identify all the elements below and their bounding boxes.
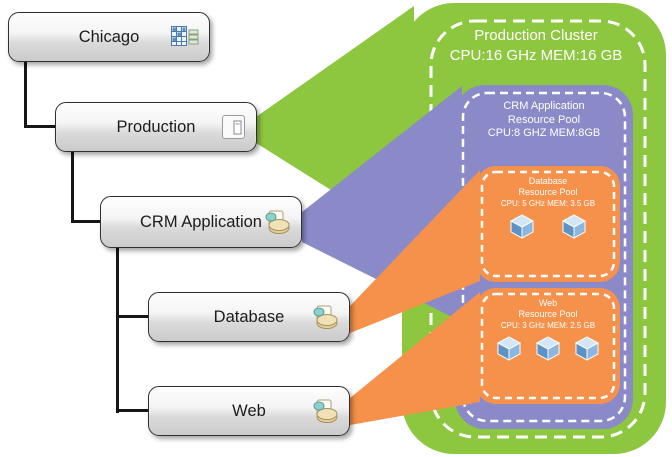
crm-pool-name: CRM Application	[503, 100, 585, 112]
tree-connector	[24, 125, 55, 128]
web-pool-specs: CPU: 3 GHz MEM: 2.5 GB	[500, 321, 596, 330]
datacenter-icon	[170, 24, 200, 50]
tree-node-crm-application: CRM Application	[100, 196, 302, 248]
resource-pool-icon	[310, 397, 340, 425]
database-pool-shape	[476, 166, 620, 282]
tree-node-label: Chicago	[78, 27, 140, 46]
web-dashed-border	[480, 292, 616, 400]
database-pool-specs: CPU: 5 GHz MEM: 3.5 GB	[500, 199, 596, 208]
cluster-header: Production Cluster CPU:16 GHz MEM:16 GB	[420, 26, 652, 66]
tree-node-label: Database	[213, 307, 285, 326]
vm-icon	[559, 212, 589, 240]
crm-pool-header: CRM Application Resource Pool CPU:8 GHZ …	[458, 100, 630, 141]
host-icon	[221, 113, 247, 141]
vm-icon	[533, 334, 563, 362]
database-pool-type: Resource Pool	[518, 187, 578, 197]
web-beam	[350, 292, 480, 425]
resource-pool-icon	[262, 208, 292, 236]
tree-node-label: CRM Application	[140, 212, 262, 231]
database-beam	[350, 170, 480, 333]
tree-connector	[116, 409, 148, 412]
tree-connector	[71, 220, 100, 223]
database-dashed-border	[480, 170, 616, 278]
cluster-specs: CPU:16 GHz MEM:16 GB	[449, 47, 623, 64]
tree-node-web: Web	[148, 386, 350, 436]
tree-connector	[71, 152, 74, 223]
web-vm-group	[482, 334, 614, 362]
database-pool-header: Database Resource Pool CPU: 5 GHz MEM: 3…	[478, 176, 618, 209]
tree-node-database: Database	[148, 292, 350, 342]
vm-icon	[572, 334, 602, 362]
crm-pool-specs: CPU:8 GHZ MEM:8GB	[487, 127, 601, 139]
tree-connector	[116, 315, 148, 318]
tree-node-production: Production	[55, 102, 257, 152]
database-vm-group	[482, 212, 614, 240]
web-pool-header: Web Resource Pool CPU: 3 GHz MEM: 2.5 GB	[478, 298, 618, 331]
tree-node-chicago: Chicago	[8, 12, 210, 62]
crm-pool-type: Resource Pool	[507, 113, 581, 126]
vm-icon	[494, 334, 524, 362]
web-pool-name: Web	[538, 298, 558, 308]
tree-node-label: Web	[232, 401, 266, 420]
web-pool-type: Resource Pool	[518, 309, 578, 319]
tree-connector	[24, 62, 27, 128]
tree-node-label: Production	[116, 117, 196, 136]
tree-connector	[116, 248, 119, 413]
resource-pool-icon	[310, 303, 340, 331]
cluster-title: Production Cluster	[474, 27, 598, 44]
vm-icon	[507, 212, 537, 240]
database-pool-name: Database	[528, 176, 568, 186]
